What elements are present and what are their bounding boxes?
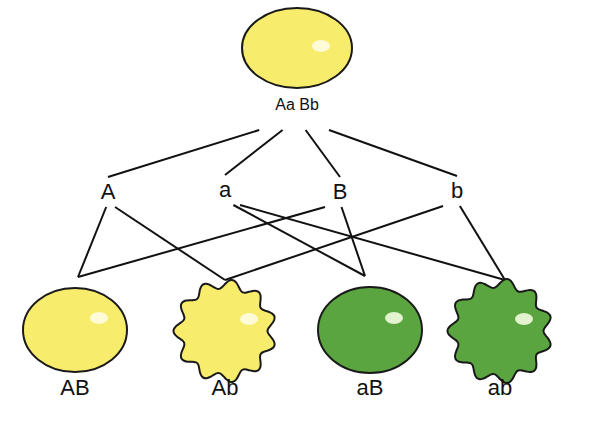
inheritance-line bbox=[78, 207, 106, 277]
genotype-label: a bbox=[210, 175, 240, 205]
offspring-cell: aB bbox=[305, 276, 425, 401]
smooth-cell-body bbox=[23, 288, 127, 372]
cell-highlight bbox=[385, 312, 403, 324]
offspring-cell: AB bbox=[18, 277, 138, 402]
inheritance-line bbox=[240, 205, 505, 280]
gamete-allele: a bbox=[210, 175, 240, 205]
genotype-label: A bbox=[93, 177, 123, 207]
inheritance-line bbox=[460, 206, 505, 280]
genotype-label: Ab bbox=[185, 375, 265, 401]
smooth-cell-body bbox=[318, 287, 422, 373]
inheritance-line bbox=[115, 207, 225, 280]
wrinkled-cell-body bbox=[448, 279, 551, 383]
genotype-label: Aa Bb bbox=[237, 94, 357, 116]
offspring-cell: ab bbox=[445, 280, 565, 405]
cell-highlight bbox=[90, 312, 108, 324]
smooth-cell-body bbox=[242, 8, 352, 88]
inheritance-line bbox=[306, 130, 340, 177]
genotype-label: b bbox=[442, 176, 472, 206]
inheritance-line bbox=[108, 130, 259, 177]
inheritance-line bbox=[78, 207, 325, 277]
genotype-label: aB bbox=[330, 375, 410, 401]
inheritance-line bbox=[329, 130, 457, 176]
parent-cell: Aa Bb bbox=[237, 6, 357, 130]
offspring-cell: Ab bbox=[165, 280, 285, 405]
cell-highlight bbox=[515, 313, 533, 325]
inheritance-line bbox=[233, 205, 365, 276]
inheritance-line bbox=[342, 207, 366, 276]
inheritance-line bbox=[225, 130, 283, 175]
gamete-allele: b bbox=[442, 176, 472, 206]
cell-highlight bbox=[240, 313, 258, 325]
gamete-allele: B bbox=[325, 177, 355, 207]
cell-highlight bbox=[312, 40, 330, 52]
wrinkled-cell-body bbox=[174, 280, 275, 382]
inheritance-line bbox=[225, 206, 443, 280]
gamete-allele: A bbox=[93, 177, 123, 207]
genotype-label: ab bbox=[460, 375, 540, 401]
genotype-label: B bbox=[325, 177, 355, 207]
genotype-label: AB bbox=[35, 375, 115, 401]
